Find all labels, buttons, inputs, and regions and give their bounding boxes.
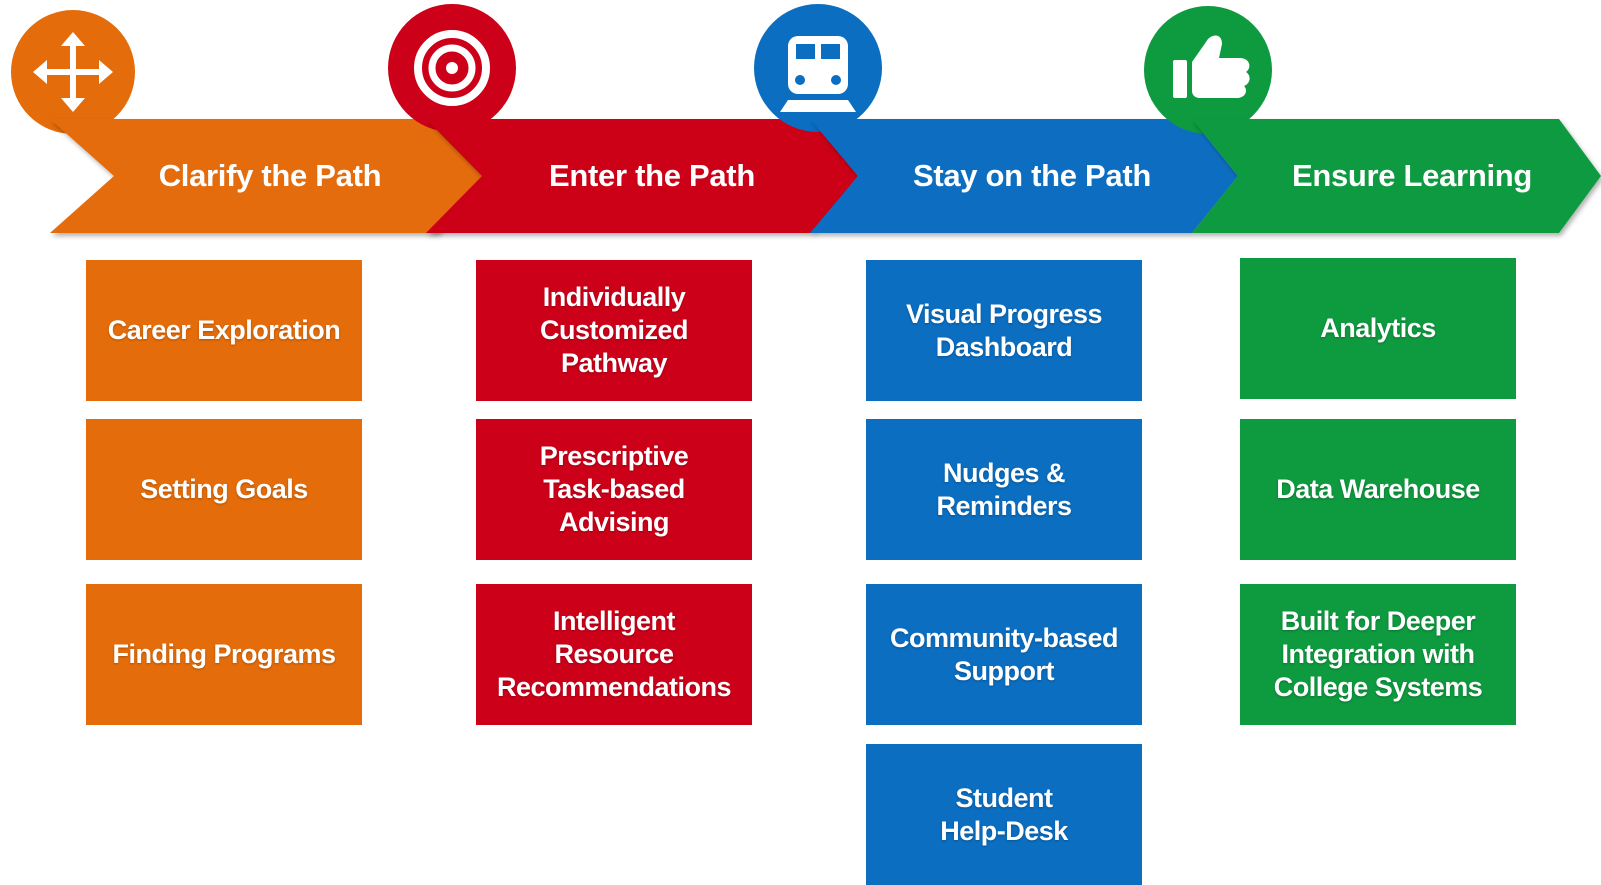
train-icon [780, 36, 856, 112]
target-icon [414, 30, 490, 106]
stage-3-item-nudges-reminders: Nudges & Reminders [866, 419, 1142, 560]
stage-1-item-setting-goals: Setting Goals [86, 419, 362, 560]
stage-2-title: Enter the Path [549, 158, 755, 193]
stage-3-item-community-support: Community-based Support [866, 584, 1142, 725]
stage-2-item-resource-recommendations: Intelligent Resource Recommendations [476, 584, 752, 725]
stage-4-item-data-warehouse: Data Warehouse [1240, 419, 1516, 560]
stage-4-title: Ensure Learning [1292, 158, 1532, 193]
stage-1-item-finding-programs: Finding Programs [86, 584, 362, 725]
thumbs-up-icon [1173, 35, 1250, 98]
stage-3-chevron [810, 119, 1238, 233]
stage-4-chevron [1192, 119, 1601, 233]
stage-3-title: Stay on the Path [913, 158, 1151, 193]
stage-1-chevron [50, 119, 482, 233]
stage-3-item-student-help-desk: Student Help-Desk [866, 744, 1142, 885]
stage-3-item-progress-dashboard: Visual Progress Dashboard [866, 260, 1142, 401]
stage-2-item-task-based-advising: Prescriptive Task-based Advising [476, 419, 752, 560]
stage-2-chevron [426, 119, 858, 233]
stage-2-item-customized-pathway: Individually Customized Pathway [476, 260, 752, 401]
stage-1-item-career-exploration: Career Exploration [86, 260, 362, 401]
stage-4-item-analytics: Analytics [1240, 258, 1516, 399]
stage-4-item-college-systems-integration: Built for Deeper Integration with Colleg… [1240, 584, 1516, 725]
stage-1-title: Clarify the Path [159, 158, 382, 193]
move-arrows-icon [33, 32, 113, 112]
